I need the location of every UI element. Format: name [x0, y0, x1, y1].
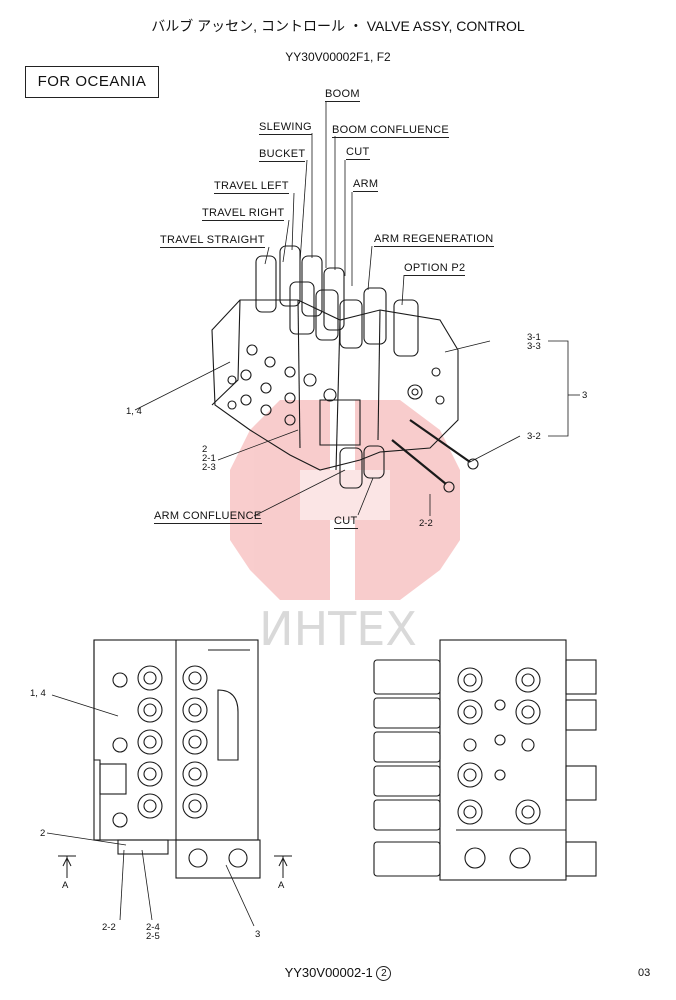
leader-lines	[46, 102, 580, 927]
ref-1-4-bottom: 1, 4	[30, 688, 46, 699]
ref-3: 3	[582, 390, 588, 401]
ref-2-3: 2-3	[202, 462, 216, 473]
callout-option-p2: OPTION P2	[404, 262, 466, 276]
port-circles	[227, 344, 445, 426]
valve-block-front	[93, 639, 261, 879]
ref-2-bottom: 2	[40, 828, 46, 839]
callout-bucket: BUCKET	[259, 148, 306, 162]
ref-3-1: 3-1	[527, 332, 541, 343]
callout-slewing: SLEWING	[259, 121, 312, 135]
callout-travel-left: TRAVEL LEFT	[214, 180, 289, 194]
ref-3-2: 3-2	[527, 431, 541, 442]
callout-cut-bottom: CUT	[334, 515, 358, 529]
ref-2-2-bottom: 2-2	[102, 922, 116, 933]
callout-travel-straight: TRAVEL STRAIGHT	[160, 234, 265, 248]
ref-2: 2	[202, 444, 208, 455]
callout-boom: BOOM	[325, 88, 360, 102]
ref-2-4: 2-4	[146, 922, 160, 933]
model-codes: YY30V00002F1, F2	[285, 50, 391, 64]
section-a-left: A	[62, 880, 69, 891]
callout-cut-top: CUT	[346, 146, 370, 160]
drawing-number: YY30V00002-1	[284, 965, 373, 980]
page-title: バルブ アッセン, コントロール ・ VALVE ASSY, CONTROL	[151, 18, 525, 34]
callout-boom-confluence: BOOM CONFLUENCE	[332, 124, 449, 138]
front-port-circles	[99, 665, 248, 868]
ref-1-4-top: 1, 4	[126, 406, 142, 417]
callout-travel-right: TRAVEL RIGHT	[202, 207, 285, 221]
page-number: 03	[638, 967, 651, 979]
side-port-circles	[457, 667, 541, 869]
region-label: FOR OCEANIA	[25, 66, 159, 98]
ref-2-5: 2-5	[146, 931, 160, 942]
drawing-number-footer: YY30V00002-1 2	[0, 965, 676, 981]
section-a-right: A	[278, 880, 285, 891]
ref-3-bottom: 3	[255, 929, 261, 940]
ref-2-2-top: 2-2	[419, 518, 433, 529]
valve-block-side	[373, 639, 597, 881]
watermark-logo-icon	[230, 400, 330, 600]
revision-badge: 2	[376, 966, 392, 981]
callout-arm-regeneration: ARM REGENERATION	[374, 233, 494, 247]
ref-2-1: 2-1	[202, 453, 216, 464]
valve-block-iso	[211, 245, 479, 493]
callout-arm: ARM	[353, 178, 379, 192]
section-arrows	[58, 855, 292, 878]
watermark-text: ИНТЕХ	[259, 602, 417, 656]
ref-3-3: 3-3	[527, 341, 541, 352]
callout-arm-confluence: ARM CONFLUENCE	[154, 510, 262, 524]
